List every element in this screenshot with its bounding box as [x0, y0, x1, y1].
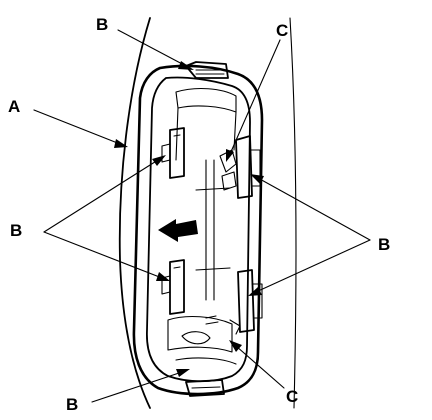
- lower-hook-detail: [205, 315, 241, 335]
- left-upper-clip: [161, 127, 185, 179]
- callout-b-left: B: [10, 221, 22, 240]
- right-upper-clip: [219, 135, 261, 199]
- top-retaining-tab: [185, 61, 229, 79]
- housing-inner-details: [167, 87, 237, 365]
- callout-b-bottom: B: [66, 395, 78, 414]
- bottom-retaining-tab: [185, 379, 225, 397]
- right-lower-clip: [237, 269, 263, 333]
- panel-surface-a: [118, 17, 297, 409]
- housing-outer-shell: [132, 64, 264, 396]
- callout-c-top: C: [276, 21, 288, 40]
- leader-lines: [33, 29, 371, 403]
- callout-c-bottom: C: [286, 387, 298, 406]
- callout-b-top: B: [96, 15, 108, 34]
- callout-a: A: [8, 97, 20, 116]
- left-lower-clip: [161, 259, 185, 315]
- filled-arrow-pointing-left-icon: [158, 219, 198, 242]
- callout-b-right: B: [378, 235, 390, 254]
